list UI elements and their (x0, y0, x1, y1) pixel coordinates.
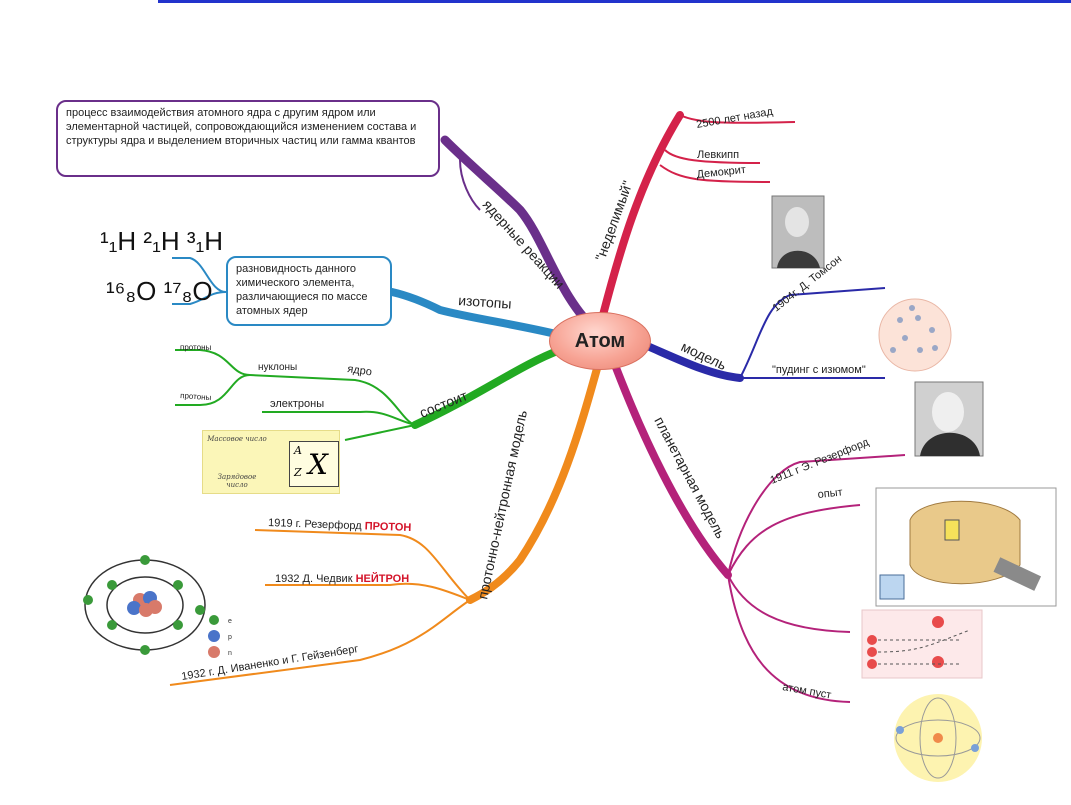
formula-z: Z (294, 466, 302, 479)
reactions-definition: процесс взаимодействия атомного ядра с д… (66, 107, 417, 147)
formula-charge-label: Зарядовое число (217, 473, 257, 489)
branch-reactions (440, 135, 603, 337)
consists-electrons-line (262, 410, 416, 426)
formula-mass-label: Массовое число (207, 435, 267, 443)
indivisible-item-1: 2500 лет назад (695, 106, 774, 131)
legend-e: e (228, 618, 232, 625)
indivisible-line-3 (659, 164, 771, 183)
legend-n: n (228, 650, 232, 657)
thomson-portrait (771, 195, 825, 269)
planetary-line-2 (727, 504, 861, 576)
branch-model (641, 341, 744, 382)
label-isotopes: изотопы (458, 292, 512, 312)
top-link-underline[interactable] (158, 0, 1071, 3)
isotope-fork-bottom (172, 291, 227, 305)
pn-item-3-line (169, 599, 471, 686)
isotope-h-example: ¹₁H ²₁H ³₁H (100, 226, 223, 256)
branch-indivisible (599, 111, 684, 319)
connector-reactions (444, 139, 481, 211)
nuclide-formula-box: Массовое число Зарядовое число A Z X (202, 430, 340, 494)
proton-highlight: ПРОТОН (365, 520, 412, 534)
planetary-atom-illustration (894, 694, 982, 782)
nucleons-fork-top (175, 349, 251, 376)
branch-planetary (611, 361, 732, 579)
isotope-fork-top (172, 257, 227, 293)
isotopes-definition-box: разновидность данного химического элемен… (226, 256, 392, 326)
pn-item-1: 1919 г. Резерфорд ПРОТОН (268, 517, 412, 534)
consists-nucleus-line (249, 374, 416, 426)
planetary-line-1 (727, 454, 906, 576)
planetary-line-3 (727, 574, 851, 633)
branch-pn-model (466, 361, 602, 604)
formula-a: A (294, 444, 302, 457)
reactions-definition-box: процесс взаимодействия атомного ядра с д… (56, 100, 440, 177)
indivisible-item-3: Демокрит (696, 164, 746, 181)
indivisible-line-1 (679, 114, 796, 124)
planetary-line-4 (727, 574, 851, 703)
formula-symbol-box: A Z X (289, 441, 339, 487)
branch-isotopes (388, 288, 564, 339)
model-item-2: "пудинг с изюмом" (772, 364, 866, 376)
branch-consists (411, 346, 564, 429)
consists-protons-1: протоны (180, 343, 211, 352)
planetary-item-1: 1911 г Э. Резерфорд (769, 436, 872, 487)
isotope-o-example: ¹⁶₈O ¹⁷₈O (106, 276, 213, 306)
label-consists: состоит (417, 387, 470, 421)
consists-formula-line (344, 424, 416, 441)
planetary-item-3: атом пуст (781, 681, 832, 701)
plum-pudding-illustration (878, 298, 952, 372)
consists-electrons-label: электроны (270, 398, 324, 410)
indivisible-item-2: Левкипп (697, 149, 739, 161)
atom-bohr-illustration: e p n (83, 555, 232, 658)
model-line-1 (739, 287, 886, 379)
consists-nucleons-label: нуклоны (258, 362, 297, 373)
planetary-item-2: опыт (817, 486, 843, 501)
consists-protons-2: протоны (180, 391, 212, 402)
pn-item-1-line (254, 529, 471, 601)
atom-center-node: Атом (549, 312, 651, 370)
neutron-highlight: НЕЙТРОН (356, 572, 410, 585)
label-pn-model: протонно-нейтронная модель (474, 409, 530, 601)
isotopes-definition: разновидность данного химического элемен… (236, 263, 368, 317)
formula-x: X (308, 448, 328, 481)
rutherford-experiment-illustration (875, 487, 1057, 607)
pn-item-2: 1932 Д. Чедвик НЕЙТРОН (275, 572, 409, 585)
indivisible-line-2 (664, 149, 761, 164)
legend-p: p (228, 634, 232, 641)
consists-nucleus-label: ядро (347, 363, 373, 378)
pn-item-2-line (265, 582, 471, 601)
center-label: Атом (574, 329, 626, 352)
scattering-illustration (861, 609, 983, 679)
nucleons-fork-bottom (175, 374, 251, 406)
rutherford-portrait (914, 381, 984, 457)
